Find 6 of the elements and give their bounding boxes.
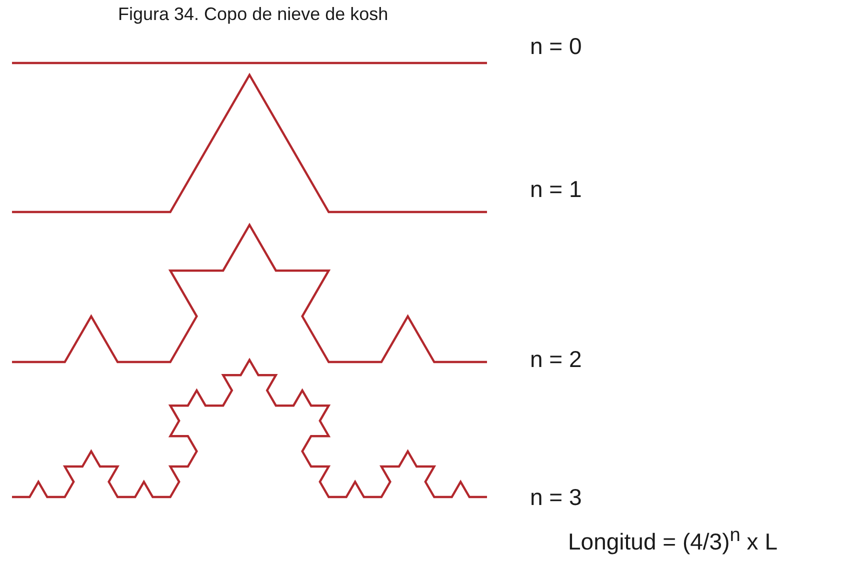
iteration-label: n = 3: [530, 484, 582, 511]
iteration-label: n = 1: [530, 176, 582, 203]
iteration-label: n = 2: [530, 346, 582, 373]
iteration-label: n = 0: [530, 33, 582, 60]
formula-text: Longitud = (4/3)$^{n}$ x L: [568, 525, 778, 556]
figure-title: Figura 34. Copo de nieve de kosh: [118, 4, 388, 25]
